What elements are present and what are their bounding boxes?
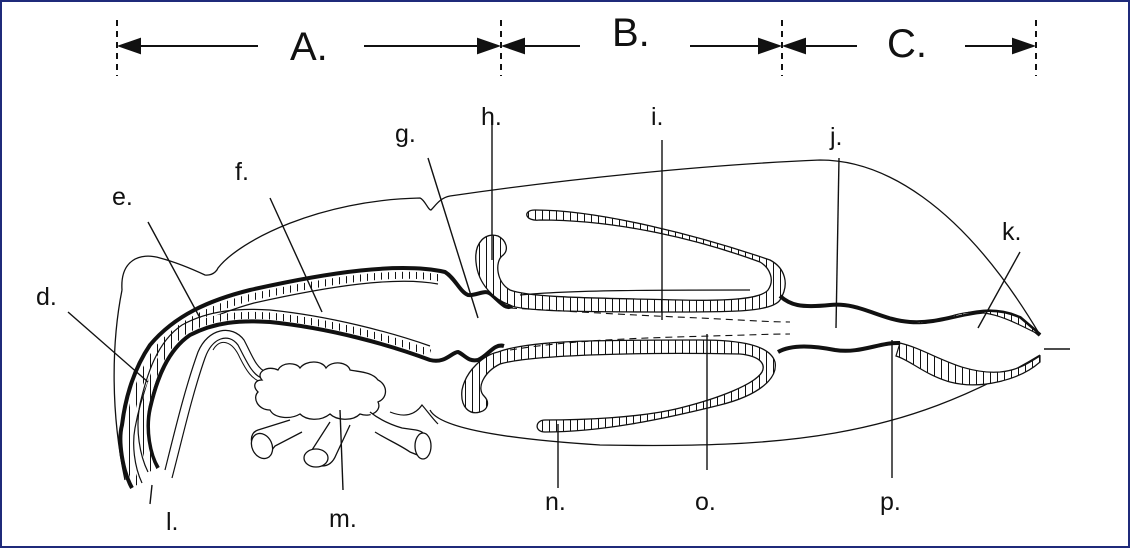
body-lower-outline	[390, 405, 438, 424]
label-h: h.	[481, 103, 502, 131]
midgut-lower-loop	[462, 340, 776, 432]
salivary-duct-inner	[213, 342, 262, 382]
label-f: f.	[235, 158, 249, 186]
label-l: l.	[166, 508, 179, 536]
section-a-label: A.	[290, 25, 328, 69]
salivary-gland	[255, 362, 386, 419]
hindgut-lower-wall	[778, 343, 900, 352]
label-j: j.	[829, 123, 843, 151]
label-m: m.	[329, 505, 357, 533]
label-e: e.	[112, 183, 133, 211]
label-k: k.	[1002, 218, 1021, 246]
label-g: g.	[395, 120, 416, 148]
salivary-lobes	[247, 412, 431, 467]
section-b-label: B.	[612, 11, 650, 55]
section-c-label: C.	[887, 22, 927, 66]
label-i: i.	[651, 103, 664, 131]
midgut-upper-inner	[520, 290, 750, 295]
midgut-upper-loop	[476, 210, 785, 312]
hindgut-lower-band	[896, 343, 1040, 385]
label-d: d.	[36, 283, 57, 311]
salivary-duct	[165, 330, 266, 478]
label-n: n.	[545, 488, 566, 516]
label-o: o.	[695, 488, 716, 516]
label-p: p.	[880, 488, 901, 516]
